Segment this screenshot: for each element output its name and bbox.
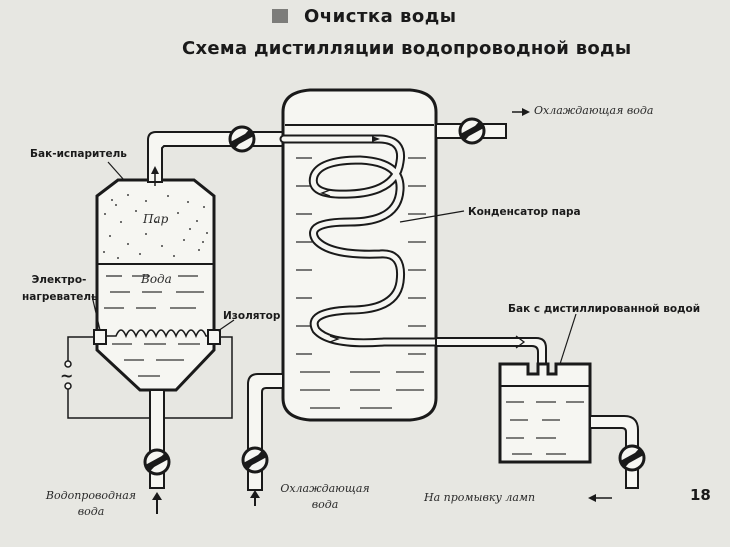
tank-outlet-valve bbox=[618, 444, 646, 472]
label-condenser: Конденсатор пара bbox=[468, 206, 581, 218]
label-heater: Электро- нагреватель bbox=[22, 272, 98, 306]
label-cooling-water-out: Охлаждающая вода bbox=[534, 104, 654, 117]
label-steam: Пар bbox=[143, 212, 169, 226]
label-tap-water-line2: вода bbox=[77, 505, 105, 518]
label-evaporator-tank: Бак-испаритель bbox=[30, 148, 127, 160]
tap-water-valve bbox=[143, 448, 171, 476]
label-tap-water-line1: Водопроводная bbox=[45, 489, 137, 502]
steam-valve bbox=[228, 125, 256, 153]
label-cooling-water-in: Охлаждающая вода bbox=[270, 481, 380, 513]
slide-number: 18 bbox=[690, 486, 711, 504]
insulator-right bbox=[207, 329, 221, 345]
condenser-water-lines bbox=[296, 157, 426, 409]
evaporator-water-lines bbox=[104, 275, 204, 377]
label-heater-line2: нагреватель bbox=[22, 291, 98, 303]
title-text: Очистка воды bbox=[304, 6, 457, 27]
cooling-outlet-valve bbox=[458, 117, 486, 145]
label-insulator: Изолятор bbox=[223, 310, 281, 322]
ac-symbol: ~ bbox=[60, 366, 74, 385]
heater-coil bbox=[104, 329, 208, 339]
label-heater-line1: Электро- bbox=[31, 274, 87, 286]
evaporator-tank bbox=[95, 178, 216, 392]
cooling-inlet-valve bbox=[241, 446, 269, 474]
power-circuit bbox=[67, 336, 233, 419]
distilled-water-lines bbox=[506, 401, 584, 455]
insulator-left bbox=[93, 329, 107, 345]
label-water: Вода bbox=[141, 272, 172, 286]
distilled-water-tank bbox=[498, 362, 592, 464]
steam-particles bbox=[103, 194, 208, 259]
label-leaders bbox=[91, 161, 577, 365]
page-title: Очистка воды bbox=[272, 6, 457, 27]
distillate-pipe bbox=[435, 337, 547, 367]
title-square-marker bbox=[272, 9, 288, 23]
label-cooling-water-in-line1: Охлаждающая bbox=[280, 482, 370, 495]
label-lamp-washing: На промывку ламп bbox=[424, 491, 536, 504]
condenser-coil bbox=[279, 134, 445, 348]
label-cooling-water-in-line2: вода bbox=[311, 498, 339, 511]
steam-pipe bbox=[147, 131, 285, 183]
label-tap-water: Водопроводная вода bbox=[36, 488, 146, 520]
page-subtitle: Схема дистилляции водопроводной воды bbox=[182, 38, 632, 59]
label-distilled-tank: Бак с дистиллированной водой bbox=[508, 303, 701, 315]
